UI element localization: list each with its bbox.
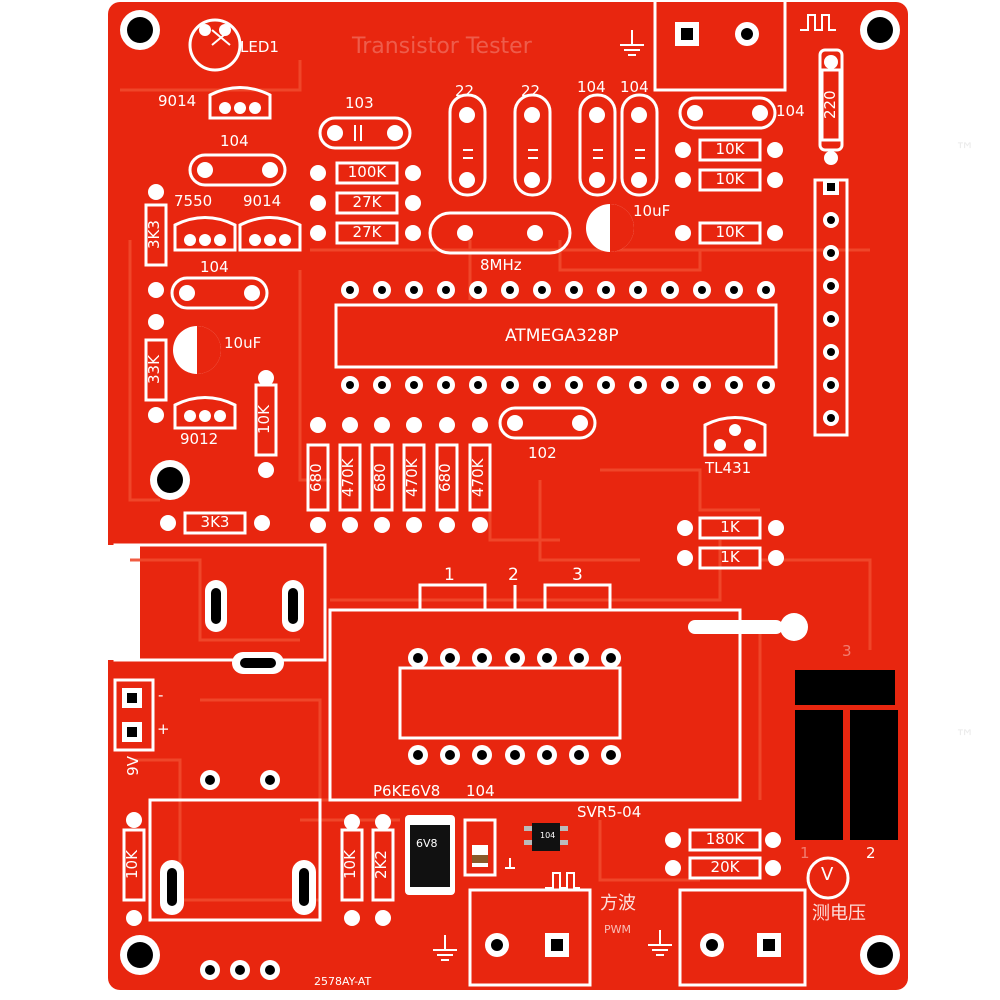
pad-label-3: 3	[842, 642, 852, 660]
cap-label-104-b: 104	[200, 258, 229, 276]
ground-icon	[648, 930, 672, 956]
socket-pin-3: 3	[572, 565, 583, 585]
resistor-10k-r2: 10K	[715, 170, 745, 188]
pads	[122, 22, 839, 980]
cap-label-22-b: 22	[521, 82, 541, 100]
board-notch	[100, 545, 140, 660]
trademark-upper: ™	[955, 138, 975, 162]
resistor-3k3-h: 3K3	[200, 513, 230, 531]
ground-icon	[620, 30, 644, 56]
pwm-label: PWM	[604, 923, 632, 936]
board-id-label: 2578AY-AT	[314, 975, 372, 988]
ground-icon	[505, 858, 515, 869]
board-title: Transistor Tester	[352, 34, 532, 59]
square-wave-label: 方波	[600, 893, 636, 914]
transistor-pads	[184, 24, 756, 451]
resistor-1k-a: 1K	[720, 518, 740, 536]
transistor-label-9012: 9012	[180, 430, 219, 448]
electrolytic-caps	[173, 204, 634, 374]
battery-minus: -	[158, 686, 164, 704]
transistor-label-9014-a: 9014	[158, 92, 197, 110]
cap-label-102: 102	[528, 444, 557, 462]
cap-symbol-icon	[463, 149, 473, 159]
pad-label-1: 1	[800, 844, 810, 862]
cap-label-104-e: 104	[776, 102, 805, 120]
trademark-lower: ™	[955, 725, 975, 749]
mcu-label: ATMEGA328P	[505, 326, 619, 346]
cap-pads	[179, 105, 768, 431]
regulator-marking: 104	[540, 831, 556, 840]
voltmeter-symbol: V	[821, 864, 834, 885]
cap-symbol-icon	[528, 149, 538, 159]
tvs-marking: 6V8	[416, 837, 438, 850]
transistor-label-tl431: TL431	[705, 459, 752, 477]
cap-label-22-a: 22	[455, 82, 475, 100]
jack-slots	[160, 580, 316, 915]
battery-plus: +	[157, 720, 170, 738]
cap-symbol-icon	[354, 125, 362, 141]
mounting-holes	[120, 10, 900, 975]
pcb-board	[108, 2, 908, 990]
tvs-diode	[405, 815, 455, 895]
pulse-icon	[545, 872, 580, 889]
socket-pin-1: 1	[444, 565, 455, 585]
cap-label-104-a: 104	[220, 132, 249, 150]
cap-label-10uf-a: 10uF	[633, 202, 671, 220]
pad-label-2: 2	[866, 844, 876, 862]
resistor-10k-r1: 10K	[715, 140, 745, 158]
led-icon	[211, 29, 231, 46]
slider-pad	[688, 620, 783, 634]
transistor-label-9014-b: 9014	[243, 192, 282, 210]
led-label: LED1	[240, 38, 279, 56]
cap-symbol-icon	[635, 149, 645, 159]
silkscreen-outlines	[113, 0, 850, 987]
cap-label-104-f: 104	[466, 782, 495, 800]
pulse-icon	[800, 14, 836, 31]
resistor-20k: 20K	[710, 858, 740, 876]
ground-icon	[433, 935, 457, 961]
cap-label-104-c: 104	[577, 78, 606, 96]
regulator-label: SVR5-04	[577, 803, 642, 821]
resistor-100k: 100K	[347, 163, 387, 181]
regulator-chip	[524, 823, 568, 851]
resistor-10k-r3: 10K	[715, 223, 745, 241]
resistor-pads	[126, 142, 784, 926]
tvs-label: P6KE6V8	[373, 782, 441, 800]
cap-label-103: 103	[345, 94, 374, 112]
resistor-bodies	[122, 68, 842, 902]
crystal-label: 8MHz	[480, 256, 522, 274]
socket-pin-2: 2	[508, 565, 519, 585]
resistor-27k-b: 27K	[352, 223, 382, 241]
measure-voltage-label: 测电压	[812, 903, 866, 924]
resistor-1k-b: 1K	[720, 548, 740, 566]
copper-traces	[120, 60, 872, 902]
cap-label-104-d: 104	[620, 78, 649, 96]
transistor-label-7550: 7550	[174, 192, 213, 210]
resistor-27k-a: 27K	[352, 193, 382, 211]
cap-label-10uf-b: 10uF	[224, 334, 262, 352]
pad-holes	[127, 28, 835, 975]
resistor-180k: 180K	[705, 830, 745, 848]
cap-symbol-icon	[593, 149, 603, 159]
test-pads	[795, 670, 898, 840]
